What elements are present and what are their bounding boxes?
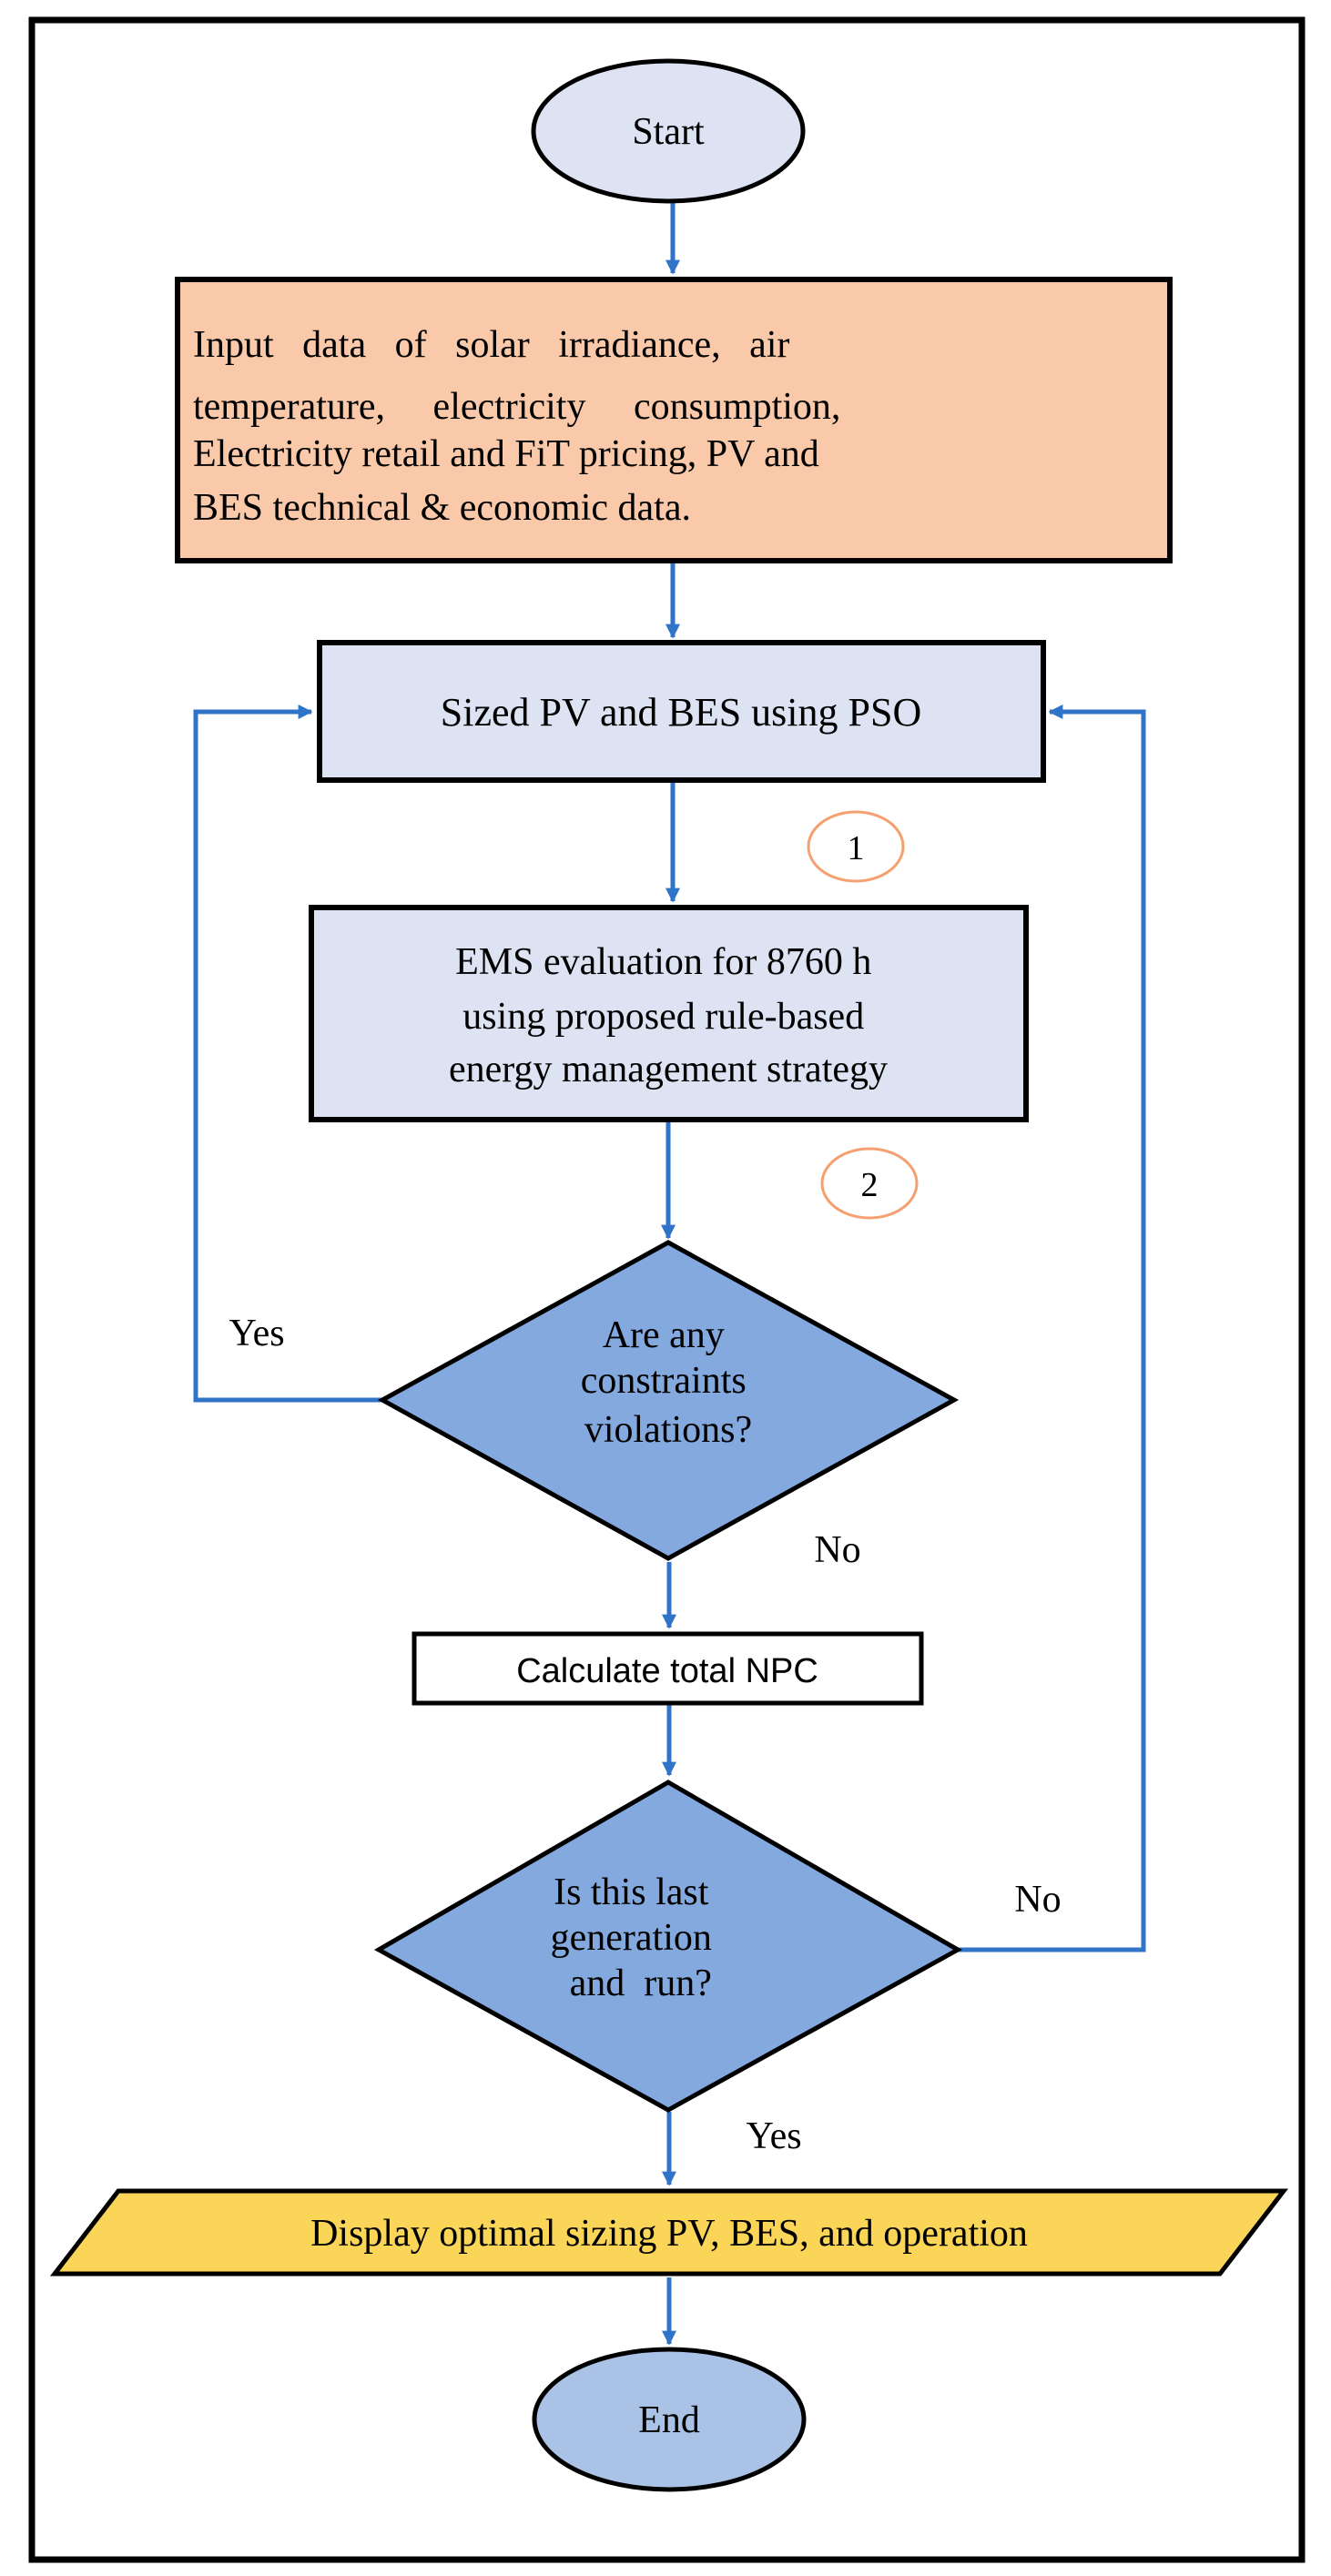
display-output-node: Display optimal sizing PV, BES, and oper…: [49, 2188, 1289, 2277]
sizing-node: Sized PV and BES using PSO: [317, 640, 1046, 783]
arrow-last-gen-no-loop: [958, 704, 1146, 1952]
ems-node: EMS evaluation for 8760 h using proposed…: [309, 905, 1029, 1122]
svg-text:Is this last generation: Is this last generation and run?: [0, 0, 778, 2004]
arrow-constraints-yes-loop: [193, 704, 382, 1403]
input-line-4: BES technical & economic data.: [193, 487, 691, 529]
last-gen-line-1: Is this last: [554, 1871, 709, 1913]
end-node: End: [532, 2347, 807, 2492]
last-gen-line-3: and run?: [570, 1962, 712, 2004]
last-gen-line-2: generation: [551, 1917, 712, 1959]
last-generation-decision: Is this last generation and run?: [0, 0, 963, 2113]
input-data-box: [175, 277, 1173, 563]
input-data-node: Input data of solar irradiance, air temp…: [0, 0, 1173, 563]
npc-box: [411, 1631, 924, 1706]
ems-line-2: using proposed rule-based: [462, 996, 864, 1038]
display-parallelogram: [49, 2188, 1289, 2277]
ems-line-1: EMS evaluation for 8760 h: [455, 941, 871, 983]
constraints-no-label: No: [814, 1529, 860, 1571]
sizing-box: [317, 640, 1046, 783]
step-marker-1: 1: [807, 810, 905, 883]
step-marker-2-label: 2: [861, 1166, 879, 1204]
connectors: [193, 202, 1146, 2346]
end-label: End: [638, 2399, 700, 2441]
step-marker-2-circle: [820, 1147, 919, 1220]
svg-text:Are any constraints: Are any constraints violations?: [581, 1314, 756, 1451]
last-gen-yes-label: Yes: [746, 2115, 801, 2157]
sizing-label: Sized PV and BES using PSO: [441, 690, 922, 735]
step-marker-2: 2: [820, 1147, 919, 1220]
constraints-line-2: constraints: [581, 1360, 747, 1402]
input-line-3: Electricity retail and FiT pricing, PV a…: [193, 433, 819, 475]
step-marker-1-circle: [807, 810, 905, 883]
step-marker-1-label: 1: [848, 829, 865, 867]
start-label: Start: [632, 111, 705, 153]
end-ellipse: [532, 2347, 807, 2492]
svg-text:EMS evaluation for 8760 h: EMS evaluation for 8760 h using proposed…: [449, 941, 888, 1090]
npc-label: Calculate total NPC: [516, 1652, 818, 1690]
start-node: Start: [531, 58, 806, 204]
ems-box: [309, 905, 1029, 1122]
constraints-diamond: [377, 1240, 960, 1561]
ems-line-3: energy management strategy: [449, 1049, 888, 1090]
constraints-line-3: violations?: [584, 1409, 752, 1451]
last-generation-diamond: [373, 1780, 963, 2113]
input-line-1: Input data of solar irradiance, air: [193, 324, 789, 366]
display-label: Display optimal sizing PV, BES, and oper…: [310, 2213, 1028, 2255]
constraints-decision: Are any constraints violations?: [377, 1240, 960, 1561]
start-ellipse: [531, 58, 806, 204]
input-line-2: temperature, electricity consumption,: [193, 386, 840, 428]
last-gen-no-label: No: [1014, 1879, 1061, 1921]
constraints-yes-label: Yes: [229, 1313, 284, 1354]
constraints-line-1: Are any: [603, 1314, 725, 1356]
svg-text:Input data of solar ir: Input data of solar irradiance, air temp…: [0, 0, 908, 529]
npc-node: Calculate total NPC: [411, 1631, 924, 1706]
